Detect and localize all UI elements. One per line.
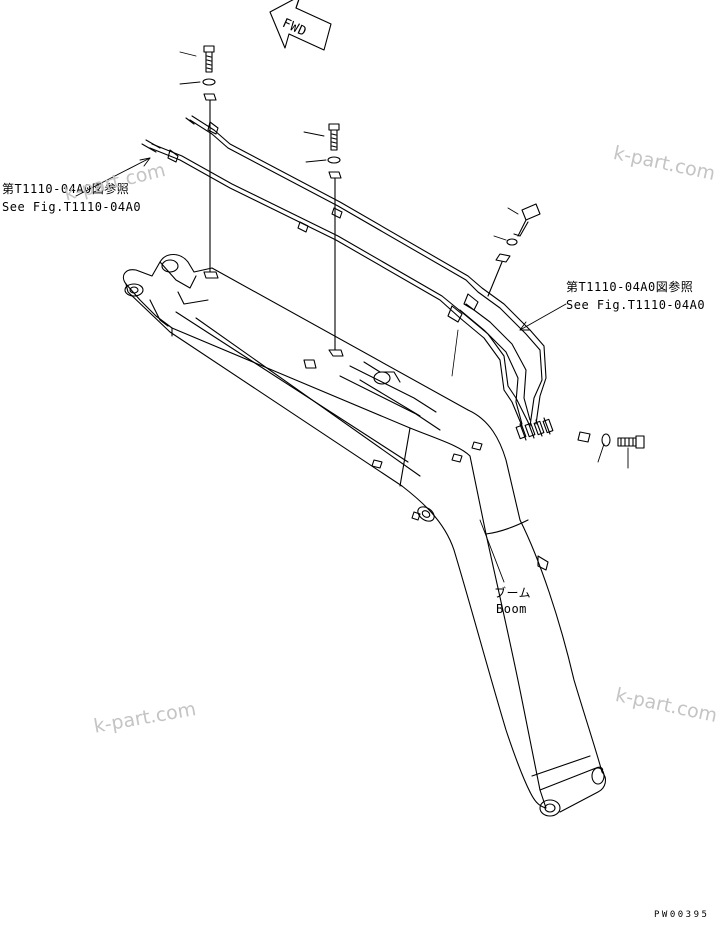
cylinder-bracket [339,361,441,431]
hydraulic-pipes [141,115,554,441]
leader-lines [75,51,629,583]
part-label-en: Boom [496,602,527,616]
fwd-arrow-icon [269,0,332,51]
bolt-assembly-3 [487,203,541,297]
drawing-code: PW00395 [654,910,710,920]
ref-right-jp: 第T1110-04A0図参照 [566,280,694,294]
ref-right-en: See Fig.T1110-04A0 [566,298,706,312]
bolt-assembly-4 [577,431,645,449]
bolt-assembly-2 [327,123,344,357]
part-label-jp: ブーム [494,586,532,600]
ref-left-en: See Fig.T1110-04A0 [2,200,142,214]
boom-structure [122,253,607,817]
boom-clamps [303,359,483,521]
bolt-assembly-1 [202,45,219,279]
ref-left-jp: 第T1110-04A0図参照 [2,182,130,196]
